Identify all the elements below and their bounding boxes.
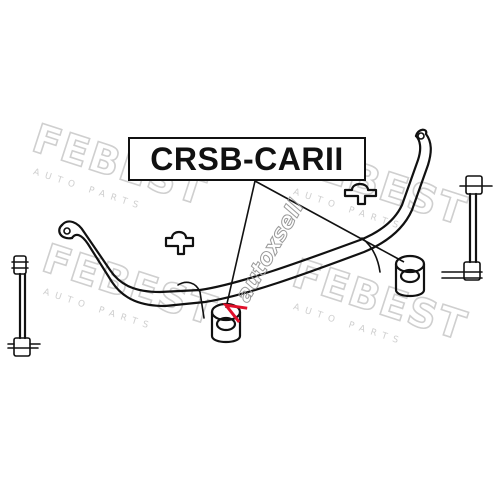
leader-line-left [225,180,256,309]
part-number-label: CRSB-CARII [128,137,366,181]
stabilizer-link-icon [441,175,493,281]
part-number-text: CRSB-CARII [150,140,344,177]
leader-line-right [254,180,405,263]
callout-leaders [225,180,405,309]
stabilizer-link-icon [7,255,41,357]
bushing-icon [394,254,426,298]
bracket-icon [164,230,195,256]
bracket-icon [343,182,378,206]
stabilizer-bar-icon [58,128,432,319]
